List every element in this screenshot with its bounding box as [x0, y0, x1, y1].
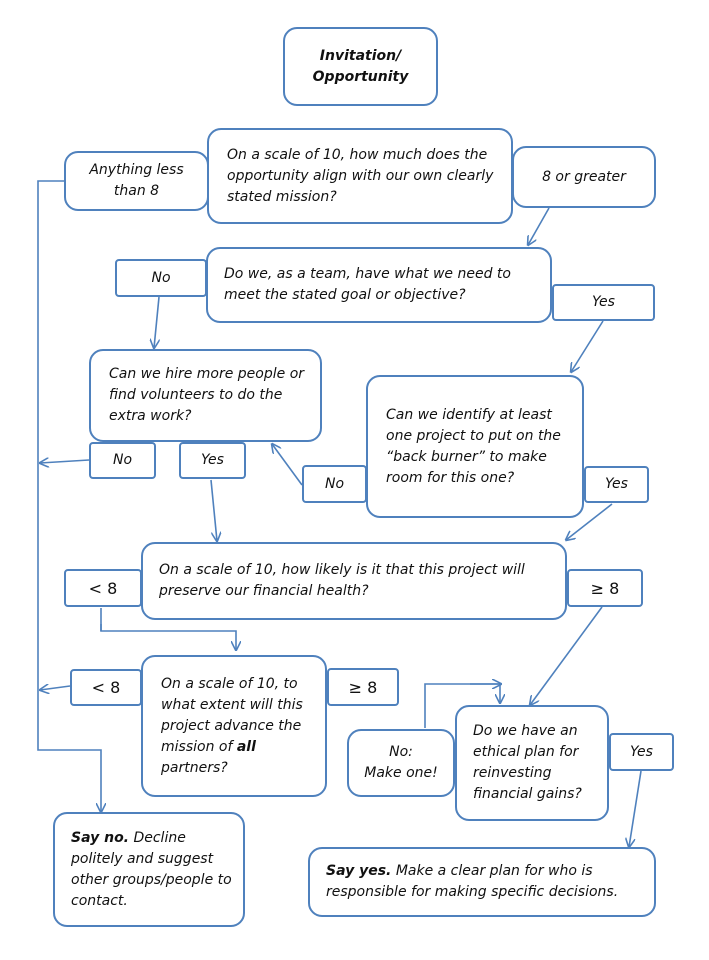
question-mission-alignment: On a scale of 10, how much does the oppo… — [207, 128, 513, 224]
answer-team-yes: Yes — [552, 284, 655, 321]
start-line2: Opportunity — [312, 68, 409, 85]
connector-financial-low-to-partners — [100, 608, 236, 650]
connector-rail-to-say-no — [37, 180, 101, 812]
connector-make-one-loop — [424, 683, 500, 728]
answer-team-no: No — [115, 259, 207, 297]
connector-backburner-no-to-hire — [272, 444, 303, 486]
connector-align-high-to-team — [528, 207, 550, 245]
question-partners-mission: On a scale of 10, to what extent will th… — [141, 655, 327, 797]
answer-financial-less-than-8: < 8 — [64, 569, 142, 607]
connector-team-yes-to-backburner — [571, 320, 604, 372]
answer-financial-8-or-more: ≥ 8 — [567, 569, 643, 607]
answer-partners-less-than-8: < 8 — [70, 669, 142, 706]
question-hire-volunteers: Can we hire more people or find voluntee… — [89, 349, 322, 442]
answer-hire-yes: Yes — [179, 442, 246, 479]
connector-ethical-yes-to-say-yes — [629, 770, 642, 847]
connector-backburner-yes-to-financial — [566, 503, 613, 540]
answer-partners-8-or-more: ≥ 8 — [327, 668, 399, 706]
say-yes-bold: Say yes. — [326, 863, 392, 879]
question-back-burner: Can we identify at least one project to … — [366, 375, 584, 518]
start-node: Invitation/ Opportunity — [283, 27, 438, 106]
outcome-say-yes: Say yes. Make a clear plan for who is re… — [308, 847, 656, 917]
connector-team-no-to-hire — [154, 296, 159, 348]
answer-ethical-no-make-one: No: Make one! — [347, 729, 455, 797]
question-financial-health: On a scale of 10, how likely is it that … — [141, 542, 567, 620]
say-no-text: Decline politely and suggest other group… — [71, 829, 232, 909]
connector-financial-high-to-ethical — [530, 606, 603, 705]
question-ethical-plan: Do we have an ethical plan for reinvesti… — [455, 705, 609, 821]
answer-anything-less-than-8: Anything less than 8 — [64, 151, 209, 211]
answer-ethical-yes: Yes — [609, 733, 674, 771]
question-team-resources: Do we, as a team, have what we need to m… — [206, 247, 552, 323]
connector-partners-low-to-rail — [40, 686, 71, 690]
answer-back-burner-no: No — [302, 465, 367, 503]
answer-8-or-greater: 8 or greater — [512, 146, 656, 208]
answer-back-burner-yes: Yes — [584, 466, 649, 503]
outcome-say-no: Say no. Decline politely and suggest oth… — [53, 812, 245, 927]
partners-text-post: partners? — [161, 759, 228, 776]
connector-hire-yes-to-financial — [210, 479, 217, 541]
partners-text-pre: On a scale of 10, to what extent will th… — [161, 675, 303, 755]
connector-hire-no-to-rail — [40, 460, 90, 463]
partners-text-bold: all — [236, 738, 256, 755]
say-yes-text: Make a clear plan for who is responsible… — [326, 863, 619, 900]
start-line1: Invitation/ — [319, 47, 402, 64]
answer-hire-no: No — [89, 442, 156, 479]
say-no-bold: Say no. — [71, 829, 130, 846]
